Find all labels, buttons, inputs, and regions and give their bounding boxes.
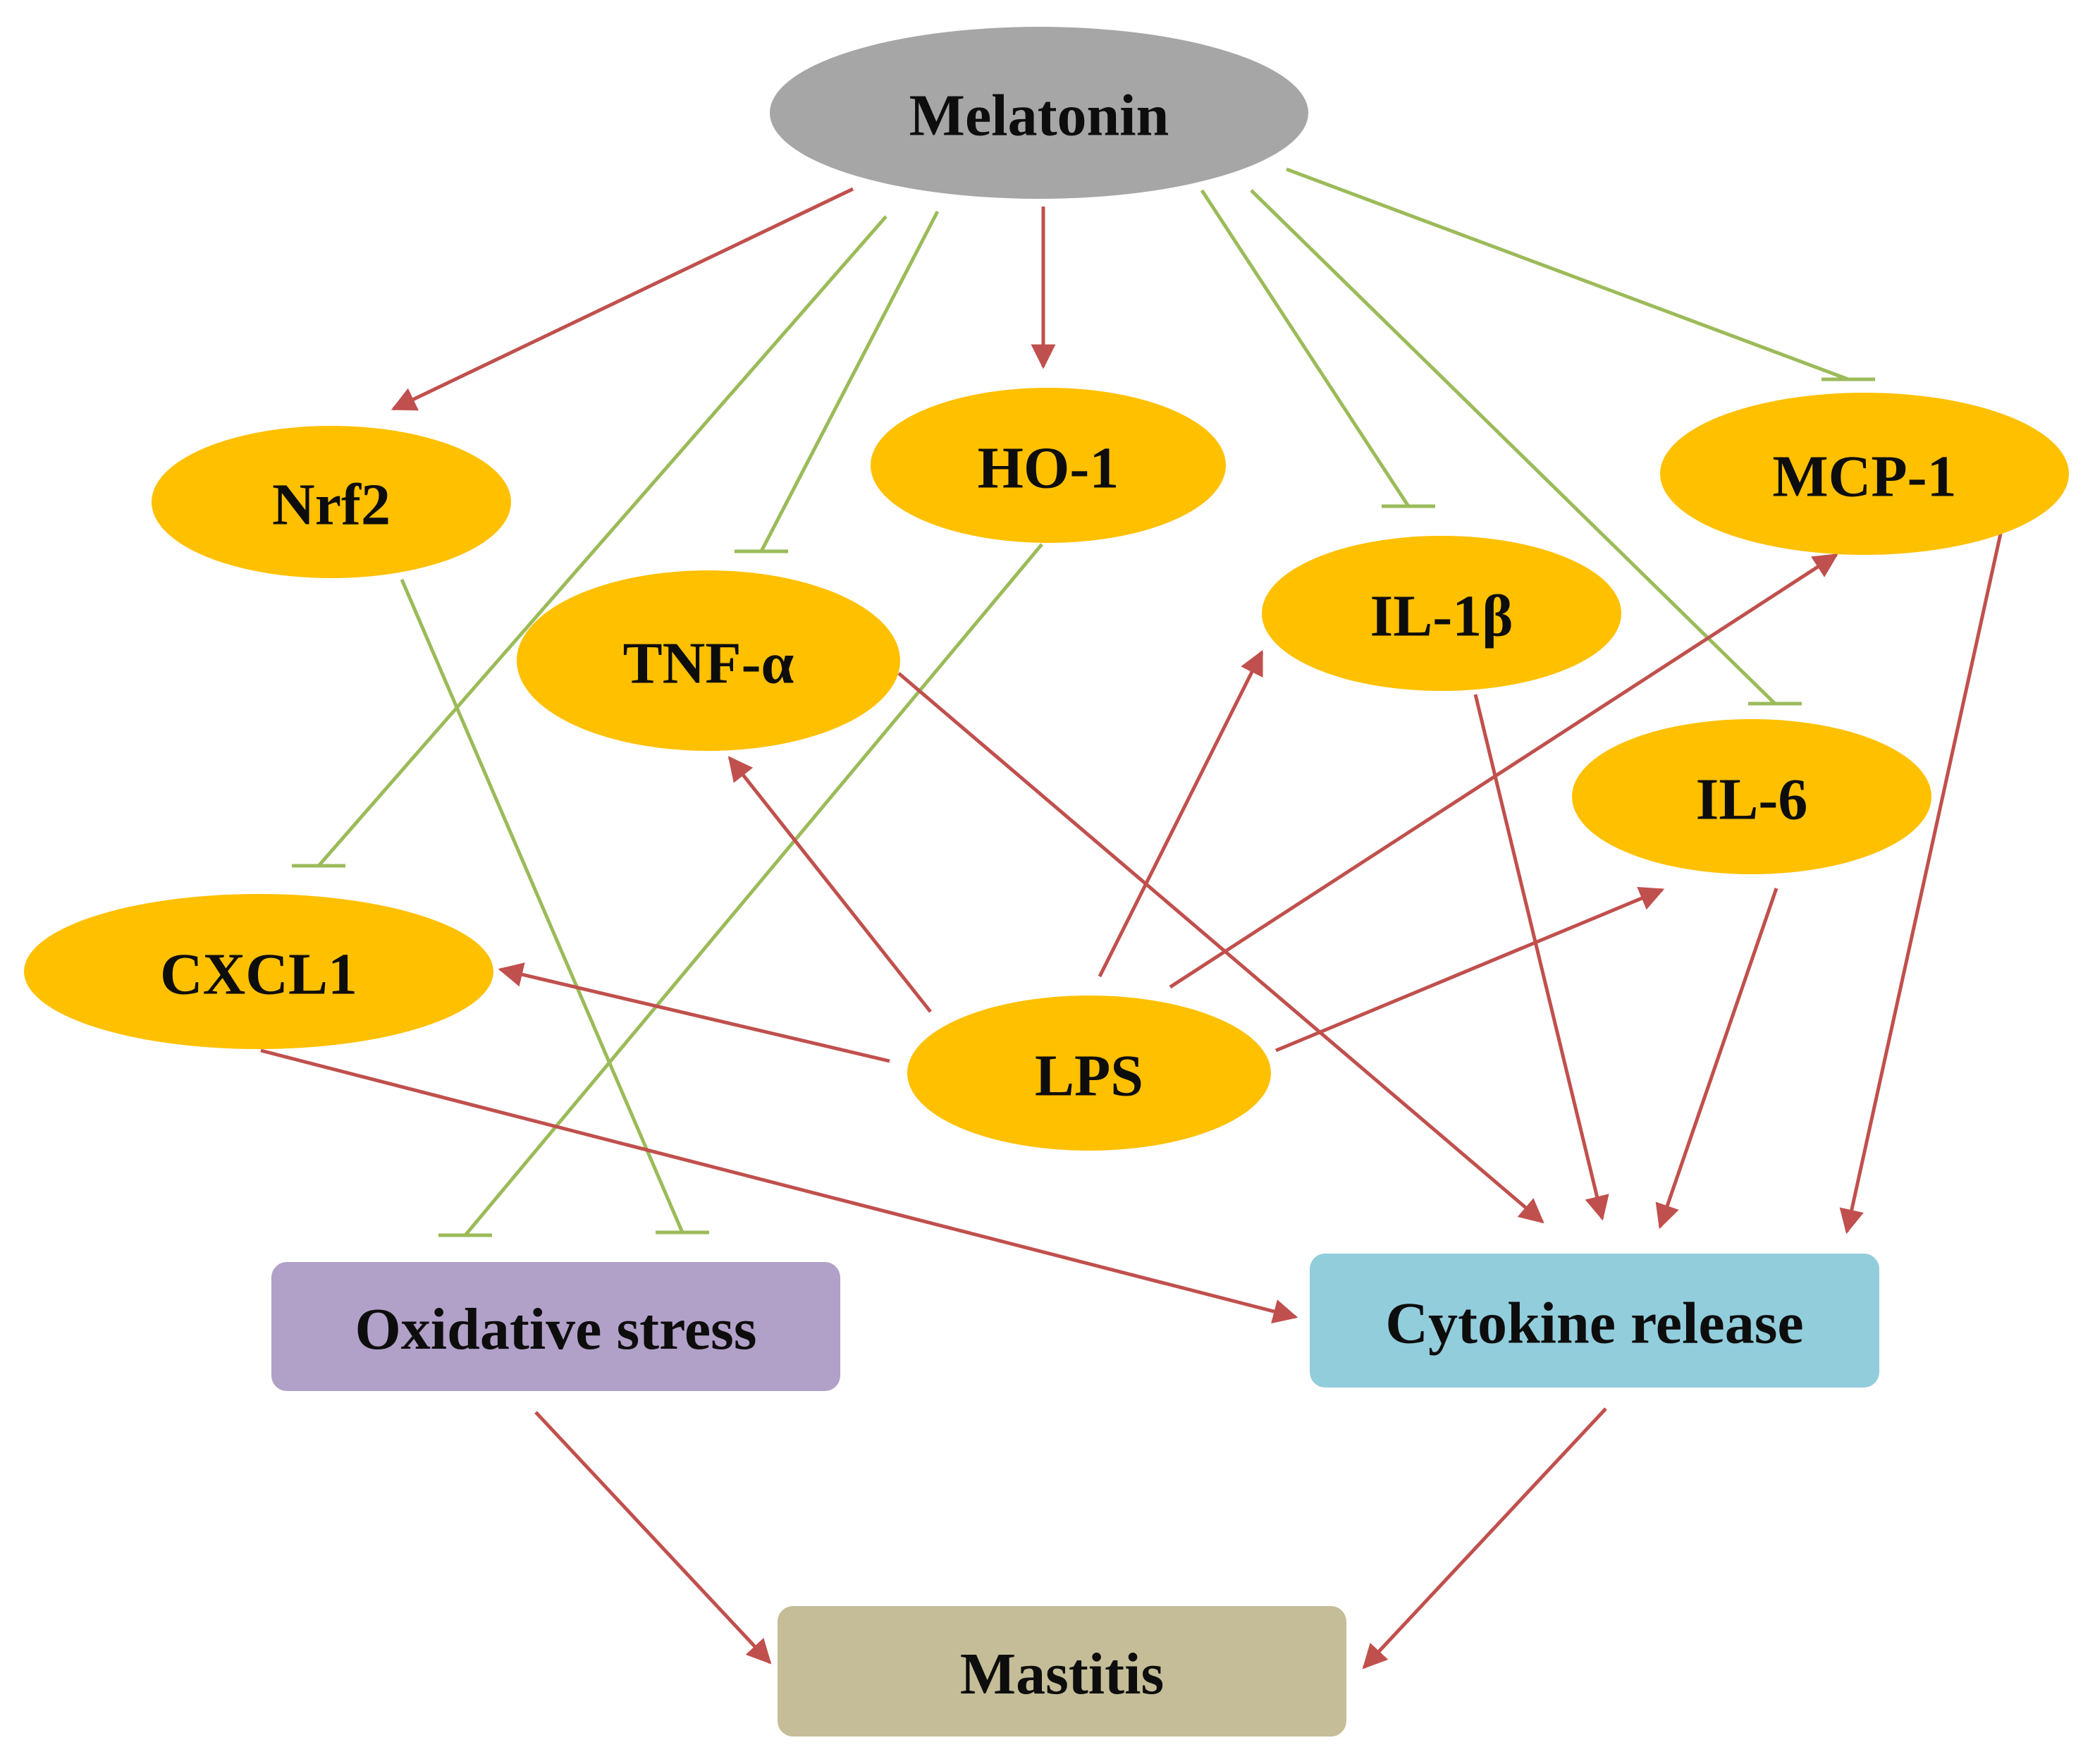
node-il1b: IL-1β xyxy=(1262,536,1621,691)
activation-arrow xyxy=(1169,553,1838,989)
node-nrf2: Nrf2 xyxy=(152,426,511,578)
edge-ho1-to-oxidative xyxy=(438,543,1043,1237)
nrf2-label: Nrf2 xyxy=(272,472,391,538)
node-melatonin: Melatonin xyxy=(770,27,1308,199)
activation-arrow xyxy=(391,187,854,411)
inhibition-line xyxy=(759,210,940,553)
edges-layer xyxy=(260,167,2003,1670)
cytokine-box xyxy=(1310,1254,1879,1388)
inhibition-line xyxy=(1286,167,1849,381)
inhibition-line xyxy=(317,215,887,867)
il6-label: IL-6 xyxy=(1696,767,1808,833)
ho1-oval xyxy=(871,388,1226,543)
il6-oval xyxy=(1572,719,1931,874)
lps-oval xyxy=(907,996,1271,1151)
node-mastitis: Mastitis xyxy=(778,1606,1346,1737)
mastitis-label: Mastitis xyxy=(960,1641,1164,1707)
activation-arrow xyxy=(260,1048,1298,1324)
edge-lps-to-cxcl1 xyxy=(498,962,890,1063)
activation-arrow xyxy=(1275,886,1665,1053)
edge-lps-to-tnfa xyxy=(727,756,932,1013)
cytokine-label: Cytokine release xyxy=(1385,1291,1803,1356)
node-il6: IL-6 xyxy=(1572,719,1931,874)
oxidative-box xyxy=(271,1262,840,1391)
edge-lps-to-il6 xyxy=(1275,886,1665,1053)
edge-cytokine-to-mastitis xyxy=(1362,1407,1607,1670)
melatonin-label: Melatonin xyxy=(909,83,1169,149)
cxcl1-oval xyxy=(24,894,493,1049)
inhibition-line xyxy=(1200,189,1411,508)
activation-arrow xyxy=(498,962,890,1063)
node-lps: LPS xyxy=(907,996,1271,1151)
oxidative-label: Oxidative stress xyxy=(355,1297,756,1362)
melatonin-oval xyxy=(770,27,1308,199)
edge-il6-to-cytokine xyxy=(1655,888,1778,1230)
edge-lps-to-il1b xyxy=(1098,649,1264,978)
edge-oxidative-to-mastitis xyxy=(534,1411,772,1665)
edge-melatonin-to-tnfa xyxy=(735,210,940,553)
ho1-label: HO-1 xyxy=(978,436,1119,501)
node-oxidative: Oxidative stress xyxy=(271,1262,840,1391)
edge-melatonin-to-il1b xyxy=(1200,189,1435,508)
activation-arrow xyxy=(897,672,1544,1224)
edge-il1b-to-cytokine xyxy=(1473,694,1609,1221)
activation-arrow xyxy=(1473,694,1609,1221)
il1b-oval xyxy=(1262,536,1621,691)
activation-arrow xyxy=(727,756,932,1013)
node-cytokine: Cytokine release xyxy=(1310,1254,1879,1388)
mcp1-label: MCP-1 xyxy=(1772,444,1956,510)
edge-nrf2-to-oxidative xyxy=(400,579,709,1235)
nrf2-oval xyxy=(152,426,511,578)
edge-cxcl1-to-cytokine xyxy=(260,1048,1298,1324)
node-mcp1: MCP-1 xyxy=(1660,393,2069,555)
inhibition-line xyxy=(464,543,1043,1237)
edge-mcp1-to-cytokine xyxy=(1839,533,2003,1235)
mastitis-box xyxy=(778,1606,1346,1737)
tnfa-oval xyxy=(517,570,900,751)
cxcl1-label: CXCL1 xyxy=(160,942,357,1007)
activation-arrow xyxy=(534,1411,772,1665)
activation-arrow xyxy=(1362,1407,1607,1670)
il1b-label: IL-1β xyxy=(1370,584,1513,649)
edge-melatonin-to-mcp1 xyxy=(1286,167,1875,381)
edge-melatonin-to-nrf2 xyxy=(391,187,854,411)
activation-arrow xyxy=(1655,888,1778,1230)
tnfa-label: TNF-α xyxy=(623,631,794,697)
node-ho1: HO-1 xyxy=(871,388,1226,543)
edge-melatonin-to-cxcl1 xyxy=(292,215,887,868)
node-tnfa: TNF-α xyxy=(517,570,900,751)
inhibition-line xyxy=(1250,189,1776,705)
activation-arrow xyxy=(1839,533,2003,1235)
edge-tnfa-to-cytokine xyxy=(897,672,1544,1224)
edge-lps-to-mcp1 xyxy=(1169,553,1838,989)
activation-arrow xyxy=(1098,649,1264,978)
mcp1-oval xyxy=(1660,393,2069,555)
inhibition-line xyxy=(400,579,684,1233)
node-cxcl1: CXCL1 xyxy=(24,894,493,1049)
lps-label: LPS xyxy=(1035,1043,1143,1109)
edge-melatonin-to-il6 xyxy=(1250,189,1802,706)
